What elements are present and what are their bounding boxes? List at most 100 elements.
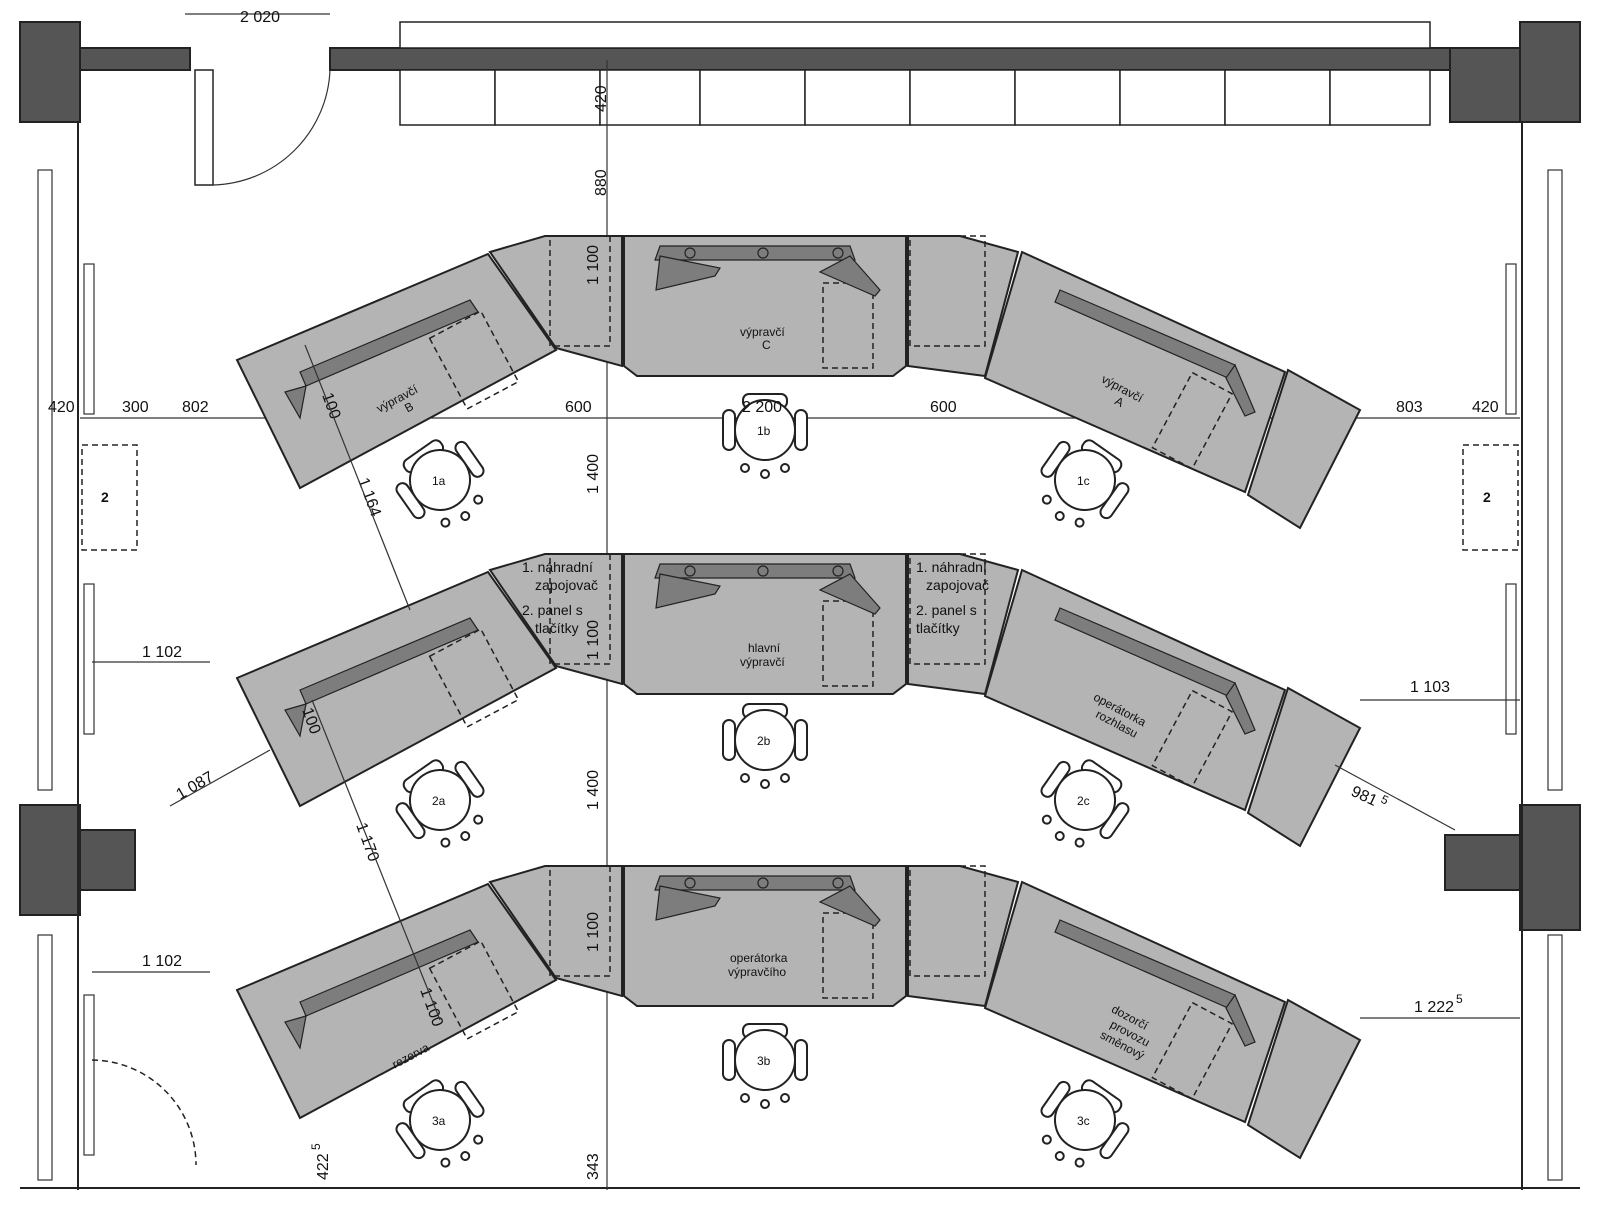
dim-420-top: 420 bbox=[593, 85, 610, 112]
radiator-left-3 bbox=[83, 994, 95, 1156]
chair-wheel-3 bbox=[1074, 837, 1085, 848]
chair-label: 3b bbox=[757, 1054, 771, 1068]
chair-wheel-1 bbox=[1041, 1134, 1052, 1145]
chair-wheel-2 bbox=[1054, 831, 1065, 842]
footprint-left-wing bbox=[428, 628, 520, 728]
chair-label: 2c bbox=[1077, 794, 1090, 808]
chair-seat bbox=[1054, 769, 1116, 831]
wall-pillar-left-inner bbox=[79, 829, 136, 891]
door-bottom-arc bbox=[91, 1059, 197, 1166]
top-cabinet-2 bbox=[494, 69, 601, 126]
chair-seat bbox=[409, 449, 471, 511]
chair-1c: 1c bbox=[1040, 439, 1130, 528]
chairs: 1a 1b 1c 2a 2b 2c 3a 3b 3c bbox=[395, 393, 1130, 1168]
chair-wheel-2 bbox=[460, 831, 471, 842]
monitor-mount-3 bbox=[832, 565, 844, 577]
desk-r1-center-label-2: C bbox=[762, 338, 771, 352]
monitor-bar-center bbox=[654, 563, 856, 579]
footprint-left-wing bbox=[428, 940, 520, 1040]
window-right-lower bbox=[1547, 934, 1563, 1181]
chair-wheel-1 bbox=[740, 773, 750, 783]
monitor-mount-2 bbox=[757, 247, 769, 259]
dim-right-1222-sup: 5 bbox=[1456, 992, 1463, 1006]
monitor-arm-right bbox=[1225, 681, 1256, 735]
chair-wheel-1 bbox=[1041, 814, 1052, 825]
top-cabinet-8 bbox=[1119, 69, 1226, 126]
top-cabinet-6 bbox=[909, 69, 1016, 126]
chair-wheel-2 bbox=[760, 779, 770, 789]
dim-1100-r1: 1 100 bbox=[585, 245, 602, 285]
monitor-bar-center bbox=[654, 245, 856, 261]
chair-3c: 3c bbox=[1040, 1079, 1130, 1168]
chair-wheel-3 bbox=[780, 773, 790, 783]
chair-wheel-1 bbox=[440, 1157, 451, 1168]
top-cabinet-9 bbox=[1224, 69, 1331, 126]
monitor-arm-right bbox=[1225, 993, 1256, 1047]
chair-wheel-3 bbox=[780, 463, 790, 473]
monitor-arm-center-left bbox=[655, 255, 721, 291]
chair-label: 1a bbox=[432, 474, 446, 488]
dim-right-420: 420 bbox=[1472, 399, 1499, 416]
side-panel-right-line-3: 2. panel s bbox=[916, 602, 977, 618]
desk-r2-center-label-1: hlavní bbox=[748, 641, 781, 655]
monitor-bar-left bbox=[299, 617, 479, 705]
chair-armrest-right bbox=[1099, 482, 1130, 520]
chair-seat bbox=[1054, 449, 1116, 511]
chair-armrest-right bbox=[794, 1039, 808, 1081]
monitor-mount-1 bbox=[684, 877, 696, 889]
chair-1b: 1b bbox=[722, 393, 808, 479]
desk-wing-right bbox=[983, 250, 1287, 494]
desk-wing-left bbox=[235, 570, 558, 808]
radiator-right-2 bbox=[1505, 583, 1517, 735]
chair-label: 1b bbox=[757, 424, 771, 438]
monitor-mount-3 bbox=[832, 877, 844, 889]
desk-row-3 bbox=[235, 865, 1362, 1160]
desk-wing-left bbox=[235, 252, 558, 490]
side-panel-right-line-2: zapojovač bbox=[926, 577, 989, 593]
dim-left-1102-a: 1 102 bbox=[142, 644, 182, 661]
chair-wheel-2 bbox=[460, 1151, 471, 1162]
chair-armrest-right bbox=[794, 409, 808, 451]
chair-label: 1c bbox=[1077, 474, 1090, 488]
chair-wheel-2 bbox=[760, 469, 770, 479]
wall-corner-top-right-inner bbox=[1449, 47, 1521, 123]
door-top: 2 020 bbox=[185, 9, 331, 186]
footprint-left-panel bbox=[549, 865, 611, 977]
chair-2b: 2b bbox=[722, 703, 808, 789]
monitor-arm-left bbox=[284, 1015, 307, 1050]
chair-wheel-3 bbox=[473, 1134, 484, 1145]
chair-wheel-2 bbox=[460, 511, 471, 522]
top-cabinet-4 bbox=[699, 69, 806, 126]
monitor-arm-center-left bbox=[655, 573, 721, 609]
monitor-arm-center-right bbox=[818, 885, 881, 927]
chair-wheel-1 bbox=[740, 1093, 750, 1103]
desk-wing-right bbox=[983, 568, 1287, 812]
dimline-diag-lower bbox=[311, 699, 441, 1021]
chair-seat bbox=[1054, 1089, 1116, 1151]
walls bbox=[19, 21, 1581, 1190]
chair-3a: 3a bbox=[395, 1079, 485, 1168]
dim-1100-r3: 1 100 bbox=[585, 912, 602, 952]
chair-wheel-1 bbox=[440, 517, 451, 528]
footprint-right-wing bbox=[1151, 689, 1234, 788]
monitor-mount-2 bbox=[757, 565, 769, 577]
dim-bottom-422-sup: 5 bbox=[309, 1143, 323, 1150]
side-panel-left bbox=[488, 235, 623, 368]
dim-left-802: 802 bbox=[182, 399, 209, 416]
radiator-right-1 bbox=[1505, 263, 1517, 415]
chair-label: 3a bbox=[432, 1114, 446, 1128]
chair-seat bbox=[409, 769, 471, 831]
desk-end-right bbox=[1246, 686, 1362, 848]
chair-label: 2b bbox=[757, 734, 771, 748]
monitor-arm-center-right bbox=[818, 573, 881, 615]
chair-2a: 2a bbox=[395, 759, 485, 848]
dim-diag-1170: 1 170 bbox=[352, 821, 382, 865]
side-panel-left: 1. náhradní zapojovač 2. panel s tlačítk… bbox=[522, 559, 598, 636]
dimline-diag-upper bbox=[304, 344, 411, 611]
wall-pillar-left bbox=[19, 804, 81, 916]
wall-corner-top-left bbox=[19, 21, 81, 123]
chair-armrest-right bbox=[794, 719, 808, 761]
chair-wheel-3 bbox=[780, 1093, 790, 1103]
monitor-mount-2 bbox=[757, 877, 769, 889]
monitor-mount-3 bbox=[832, 247, 844, 259]
